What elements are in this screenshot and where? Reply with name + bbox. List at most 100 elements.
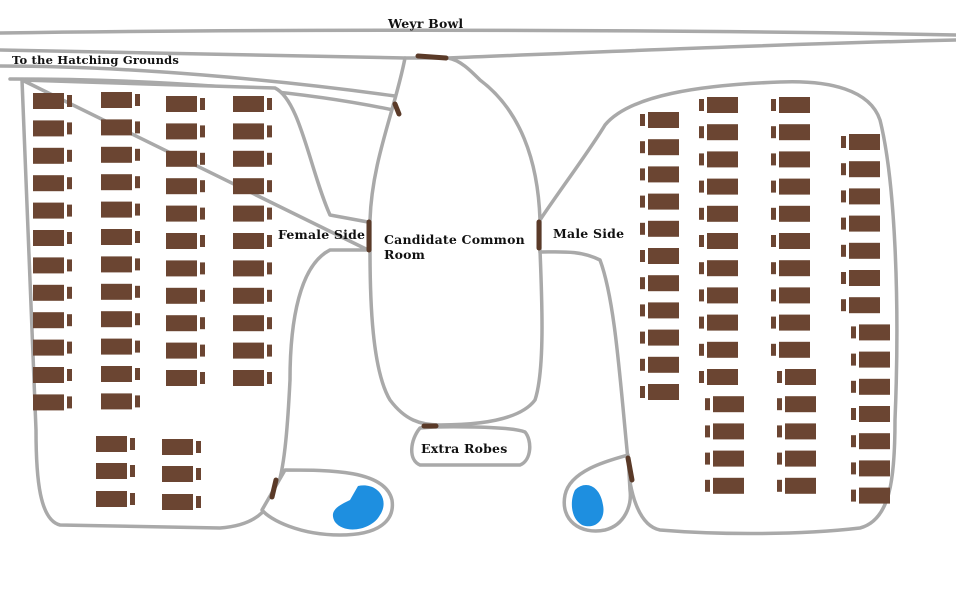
bed-pillow bbox=[200, 372, 205, 384]
bed-pillow bbox=[841, 272, 846, 284]
bed-pillow bbox=[196, 468, 201, 480]
bed-pillow bbox=[200, 262, 205, 275]
bed bbox=[101, 366, 132, 382]
bed bbox=[859, 378, 890, 395]
bed-pillow bbox=[67, 259, 72, 272]
bed-pillow bbox=[267, 344, 272, 357]
bed bbox=[166, 287, 197, 304]
bed bbox=[96, 436, 127, 452]
bed-pillow bbox=[67, 314, 72, 327]
bed-pillow bbox=[200, 207, 205, 220]
bed-pillow bbox=[67, 286, 72, 299]
bed bbox=[707, 341, 738, 358]
bed bbox=[859, 324, 890, 341]
bed-pillow bbox=[699, 262, 704, 275]
female-beds bbox=[33, 92, 272, 510]
female-side-label: Female Side bbox=[278, 227, 366, 242]
bed-pillow bbox=[267, 317, 272, 330]
bed-pillow bbox=[699, 207, 704, 220]
bed-pillow bbox=[267, 125, 272, 138]
extra-robes-label: Extra Robes bbox=[421, 441, 508, 456]
bed-pillow bbox=[67, 204, 72, 217]
bed-pillow bbox=[771, 262, 776, 275]
bed bbox=[233, 233, 264, 249]
bed bbox=[166, 205, 197, 222]
bed-pillow bbox=[135, 313, 140, 326]
bed bbox=[648, 248, 679, 264]
bed-pillow bbox=[196, 496, 201, 508]
bed bbox=[707, 97, 738, 113]
bed bbox=[779, 287, 810, 304]
bed bbox=[849, 134, 880, 150]
bed bbox=[849, 215, 880, 232]
bed-pillow bbox=[267, 152, 272, 165]
bed bbox=[785, 450, 816, 467]
bed-pillow bbox=[267, 262, 272, 275]
bed-pillow bbox=[200, 98, 205, 110]
bed bbox=[166, 123, 197, 140]
bed-pillow bbox=[640, 195, 645, 208]
bed-pillow bbox=[771, 99, 776, 111]
bed-pillow bbox=[699, 343, 704, 356]
bed-pillow bbox=[640, 114, 645, 126]
bed-pillow bbox=[851, 462, 856, 475]
bed-pillow bbox=[67, 177, 72, 190]
bed bbox=[707, 369, 738, 385]
bed-pillow bbox=[777, 371, 782, 383]
bed bbox=[96, 491, 127, 507]
bed bbox=[648, 112, 679, 128]
bed bbox=[779, 97, 810, 113]
bed bbox=[233, 205, 264, 222]
bed bbox=[707, 178, 738, 195]
male-beds bbox=[640, 97, 890, 504]
bed-pillow bbox=[841, 136, 846, 148]
bed bbox=[33, 284, 64, 301]
weyr-bowl-label: Weyr Bowl bbox=[388, 16, 464, 31]
bed-pillow bbox=[130, 493, 135, 505]
bed bbox=[33, 93, 64, 109]
bed-pillow bbox=[67, 341, 72, 354]
bed-pillow bbox=[200, 235, 205, 247]
bed-pillow bbox=[67, 122, 72, 135]
bed-pillow bbox=[135, 94, 140, 106]
bed-pillow bbox=[705, 452, 710, 465]
bed-pillow bbox=[135, 148, 140, 161]
bed bbox=[166, 342, 197, 359]
bed bbox=[101, 146, 132, 163]
male-side-label: Male Side bbox=[553, 226, 625, 241]
bed-pillow bbox=[771, 180, 776, 193]
bed bbox=[101, 283, 132, 300]
bed bbox=[166, 96, 197, 112]
bed-pillow bbox=[267, 372, 272, 384]
bed bbox=[849, 188, 880, 205]
bed-pillow bbox=[200, 289, 205, 302]
bed-pillow bbox=[135, 203, 140, 216]
common-room-label-1: Candidate Common bbox=[384, 232, 525, 247]
bed-pillow bbox=[135, 395, 140, 408]
bed bbox=[233, 123, 264, 140]
bed-pillow bbox=[699, 126, 704, 139]
bed-pillow bbox=[640, 358, 645, 371]
bed-pillow bbox=[851, 353, 856, 366]
bed bbox=[648, 329, 679, 346]
doorways bbox=[269, 53, 635, 500]
bed bbox=[33, 312, 64, 329]
bed bbox=[648, 193, 679, 210]
bed-pillow bbox=[640, 304, 645, 317]
bed-pillow bbox=[771, 343, 776, 356]
bed-pillow bbox=[640, 331, 645, 344]
bed-pillow bbox=[640, 386, 645, 398]
bed bbox=[849, 161, 880, 178]
bed bbox=[859, 433, 890, 450]
bed bbox=[101, 119, 132, 136]
bed-pillow bbox=[67, 369, 72, 381]
bed-pillow bbox=[771, 126, 776, 139]
bed bbox=[779, 233, 810, 249]
bed bbox=[648, 384, 679, 400]
bed-pillow bbox=[851, 489, 856, 502]
bed bbox=[233, 342, 264, 359]
bed bbox=[849, 270, 880, 286]
bed bbox=[707, 233, 738, 249]
bed-pillow bbox=[705, 425, 710, 438]
bed bbox=[648, 275, 679, 292]
